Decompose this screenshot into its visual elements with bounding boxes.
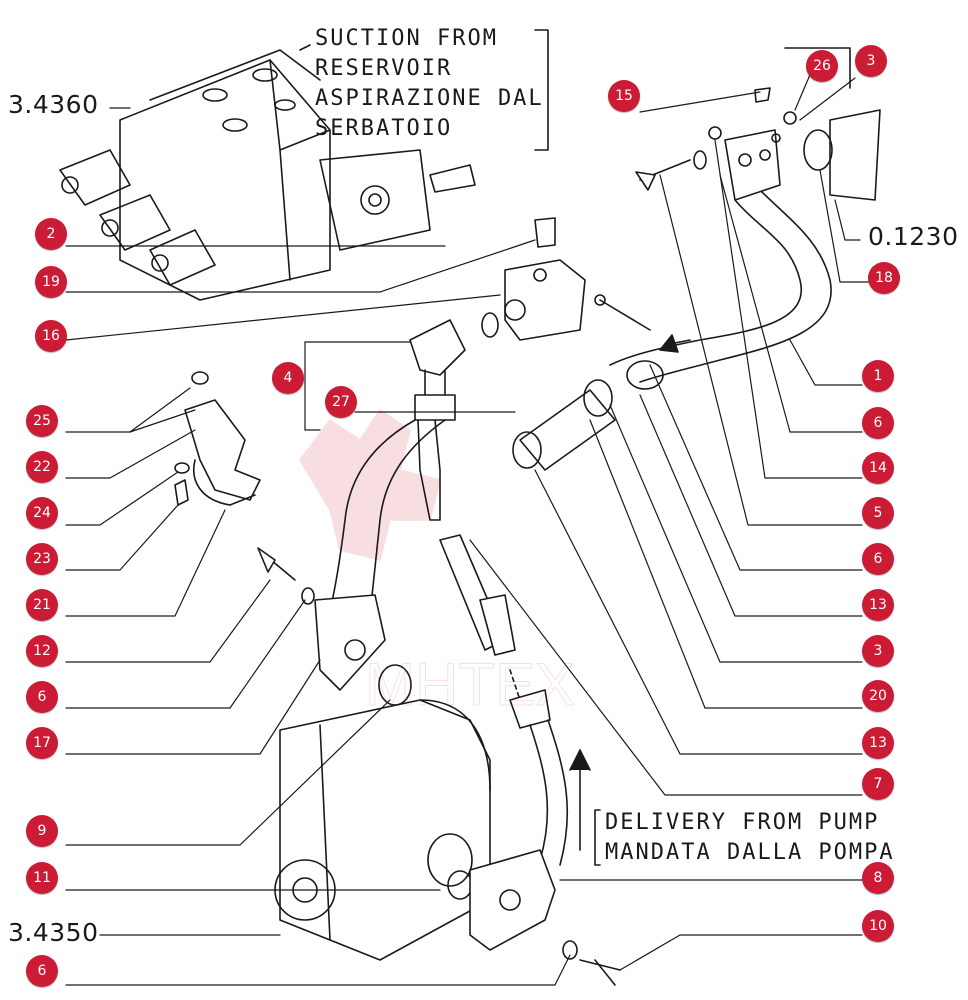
washer-6 — [693, 150, 707, 170]
ref-seal-kit: 0.1230 — [868, 222, 959, 251]
washer-26 — [783, 111, 797, 125]
callout-18[interactable]: 18 — [868, 262, 900, 294]
suction-bracket — [534, 29, 549, 151]
screw-15 — [754, 87, 771, 103]
callout-13-b[interactable]: 13 — [862, 727, 894, 759]
pump-body — [274, 664, 556, 961]
callout-24[interactable]: 24 — [26, 497, 58, 529]
callout-19[interactable]: 19 — [35, 266, 67, 298]
delivery-bracket — [594, 809, 601, 866]
callout-27[interactable]: 27 — [325, 386, 357, 418]
fitting-block — [481, 217, 586, 341]
callout-1[interactable]: 1 — [862, 360, 894, 392]
callout-8[interactable]: 8 — [862, 862, 894, 894]
callout-14[interactable]: 14 — [862, 452, 894, 484]
delivery-arrow-head — [569, 749, 591, 771]
callout-15[interactable]: 15 — [608, 80, 640, 112]
gasket — [829, 109, 881, 201]
clamp-bracket — [174, 371, 261, 506]
callout-9[interactable]: 9 — [26, 815, 58, 847]
callout-10[interactable]: 10 — [862, 910, 894, 942]
seal-ring — [803, 129, 833, 171]
note-suction: SUCTION FROM RESERVOIR ASPIRAZIONE DAL S… — [315, 24, 544, 144]
suction-leader — [299, 44, 311, 51]
callout-3-top[interactable]: 3 — [855, 45, 887, 77]
watermark-text: MHTEX — [365, 651, 575, 718]
callout-6-a[interactable]: 6 — [862, 407, 894, 439]
ref-distributor: 3.4360 — [8, 90, 99, 119]
nut-14 — [708, 126, 722, 140]
callout-6-b[interactable]: 6 — [862, 543, 894, 575]
hose-assembly — [512, 294, 664, 471]
bracket-26-3 — [784, 47, 851, 89]
note-suction-line3: ASPIRAZIONE DAL — [315, 86, 544, 111]
callout-5[interactable]: 5 — [862, 497, 894, 529]
suction-tube — [609, 129, 832, 383]
callout-16[interactable]: 16 — [35, 320, 67, 352]
washer-bottom — [562, 940, 578, 960]
callout-6-d[interactable]: 6 — [26, 955, 58, 987]
callout-7[interactable]: 7 — [862, 768, 894, 800]
callout-6-c[interactable]: 6 — [26, 681, 58, 713]
callout-3-lower[interactable]: 3 — [862, 635, 894, 667]
callout-17[interactable]: 17 — [26, 727, 58, 759]
callout-23[interactable]: 23 — [26, 543, 58, 575]
note-delivery: DELIVERY FROM PUMP MANDATA DALLA POMPA — [605, 808, 895, 868]
callout-2[interactable]: 2 — [35, 218, 67, 250]
callout-12[interactable]: 12 — [26, 635, 58, 667]
ref-pump: 3.4350 — [8, 918, 99, 947]
hose-7 — [439, 534, 569, 866]
callout-26[interactable]: 26 — [806, 50, 838, 82]
callout-20[interactable]: 20 — [862, 680, 894, 712]
note-delivery-line2: MANDATA DALLA POMPA — [605, 840, 895, 865]
callout-13-a[interactable]: 13 — [862, 589, 894, 621]
bolt-6 — [599, 299, 651, 331]
callout-22[interactable]: 22 — [26, 451, 58, 483]
distributor-block — [59, 49, 476, 301]
washer-12 — [301, 587, 315, 605]
callout-11[interactable]: 11 — [26, 862, 58, 894]
callout-25[interactable]: 25 — [26, 405, 58, 437]
return-pipe — [314, 319, 466, 691]
note-suction-line2: RESERVOIR — [315, 56, 453, 81]
note-suction-line4: SERBATOIO — [315, 116, 453, 141]
note-delivery-line1: DELIVERY FROM PUMP — [605, 810, 880, 835]
callout-21[interactable]: 21 — [26, 589, 58, 621]
note-suction-line1: SUCTION FROM — [315, 26, 498, 51]
callout-4[interactable]: 4 — [272, 362, 304, 394]
